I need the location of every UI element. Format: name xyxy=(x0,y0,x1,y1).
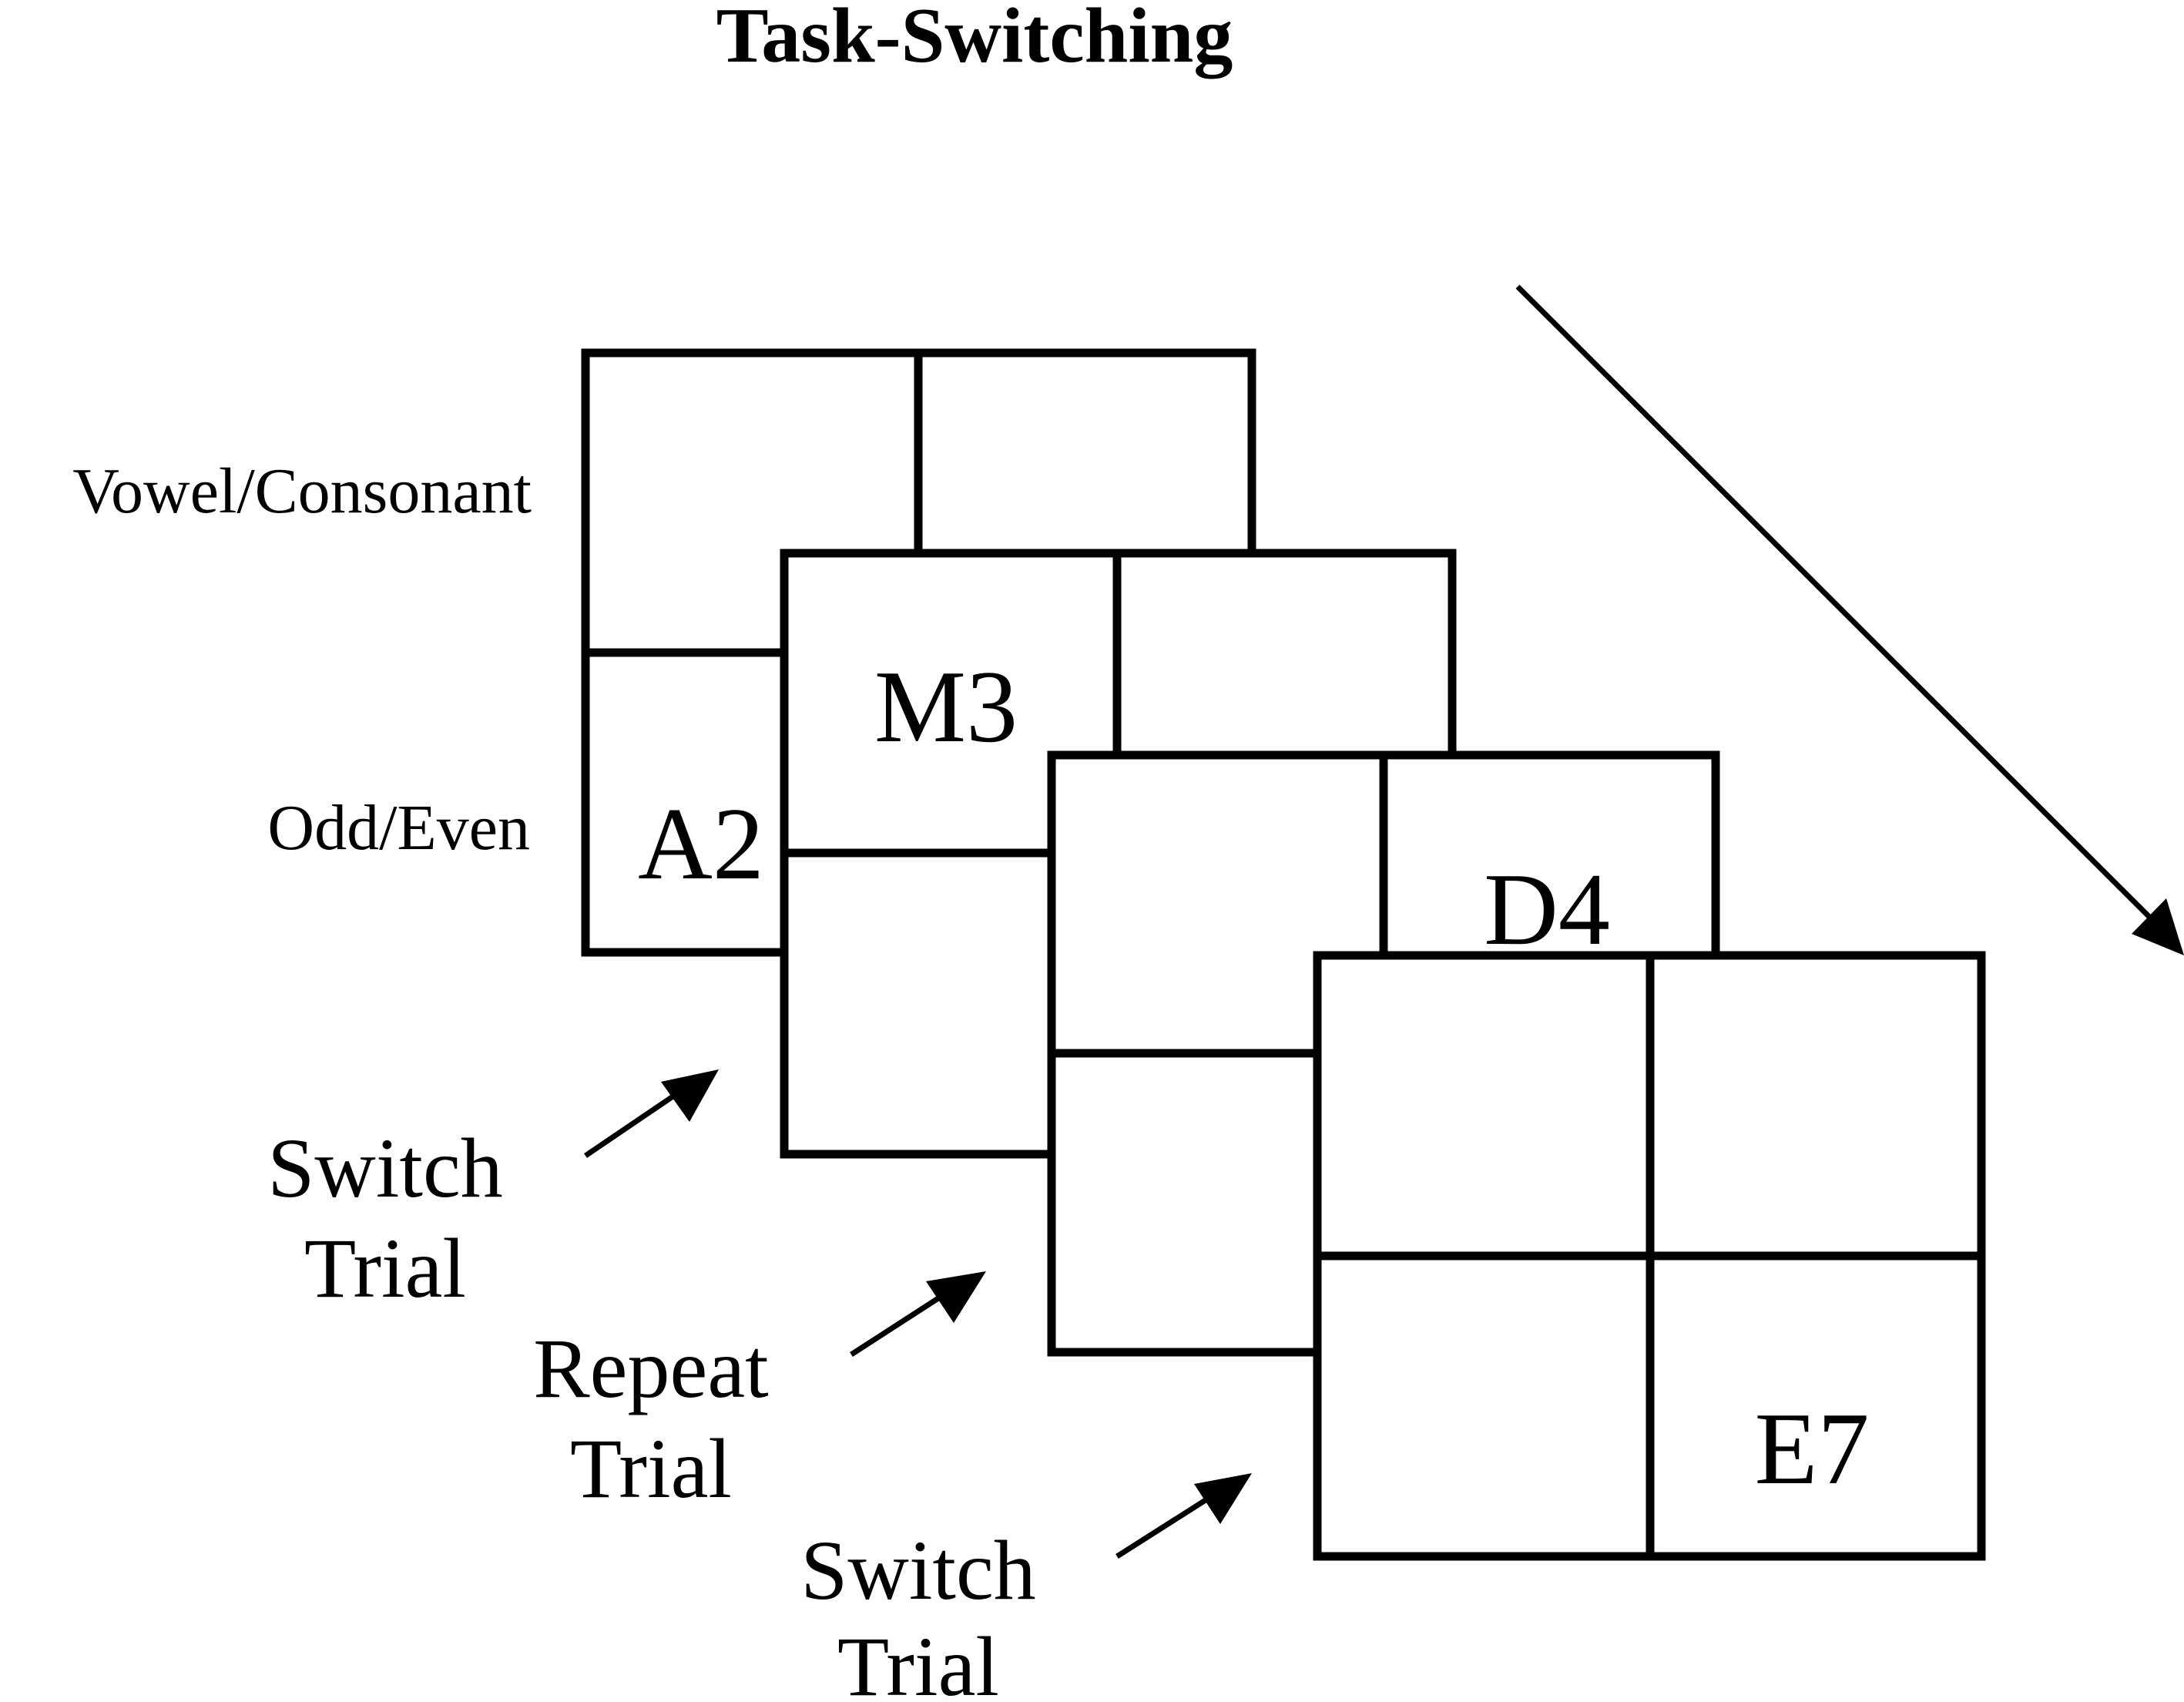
stimulus-frame-4: E7 xyxy=(1755,1391,1870,1506)
trial-label-1-line1: Switch xyxy=(267,1121,503,1215)
trial-label-3-line2: Trial xyxy=(837,1620,999,1702)
arrow-icon-repeat-trial xyxy=(850,1271,986,1357)
trial-label-2-line2: Trial xyxy=(570,1422,732,1516)
stimulus-frame-3: D4 xyxy=(1484,852,1610,966)
trial-label-1-line2: Trial xyxy=(304,1221,466,1315)
trial-frame-4 xyxy=(1313,951,1986,1561)
row-label-odd-even: Odd/Even xyxy=(267,792,530,864)
arrow-icon-switch-trial-2 xyxy=(1115,1473,1252,1559)
diagram-title: Task-Switching xyxy=(716,0,1233,79)
arrow-icon-switch-trial-1 xyxy=(584,1069,719,1158)
time-arrow-icon xyxy=(1515,284,2184,955)
row-label-vowel-consonant: Vowel/Consonant xyxy=(72,455,532,527)
stimulus-frame-1: A2 xyxy=(638,787,764,901)
trial-label-2-line1: Repeat xyxy=(533,1321,768,1415)
trial-label-3-line1: Switch xyxy=(800,1523,1036,1617)
stimulus-frame-2: M3 xyxy=(874,650,1018,764)
